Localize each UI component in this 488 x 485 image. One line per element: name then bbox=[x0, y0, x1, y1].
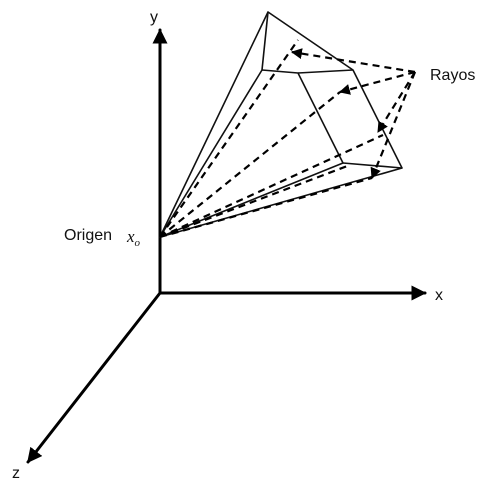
ray-origin-3 bbox=[159, 133, 384, 239]
labels: y x z Rayos Origen xo bbox=[12, 9, 475, 482]
cone-edge-top-left bbox=[261, 11, 269, 71]
pointer-ray-4 bbox=[370, 71, 417, 180]
rays-label: Rayos bbox=[430, 67, 475, 84]
pointer-ray-1 bbox=[290, 48, 416, 74]
origin-label: Origen bbox=[64, 227, 112, 244]
z-axis-label: z bbox=[12, 465, 20, 482]
origin-var-subscript: o bbox=[135, 237, 141, 249]
rays-pointers bbox=[290, 48, 417, 180]
x-axis-label: x bbox=[435, 287, 443, 304]
y-axis-label: y bbox=[150, 9, 158, 26]
ray-origin-4 bbox=[159, 176, 373, 239]
z-axis bbox=[26, 291, 162, 464]
pointer-ray-3 bbox=[377, 71, 416, 133]
axes bbox=[26, 28, 427, 464]
ray-origin-1 bbox=[159, 39, 299, 238]
rays-from-origin bbox=[159, 39, 384, 239]
cone-edge-right bbox=[297, 69, 354, 74]
ray-cone bbox=[159, 11, 403, 238]
pointer-ray-2 bbox=[338, 70, 416, 95]
origin-variable: xo bbox=[126, 227, 141, 249]
ray-origin-2 bbox=[159, 91, 341, 238]
origin-var-base: x bbox=[126, 227, 135, 246]
cone-edge-bottom bbox=[342, 162, 403, 169]
ray-origin-5 bbox=[159, 163, 351, 239]
cone-front-face bbox=[159, 69, 344, 238]
